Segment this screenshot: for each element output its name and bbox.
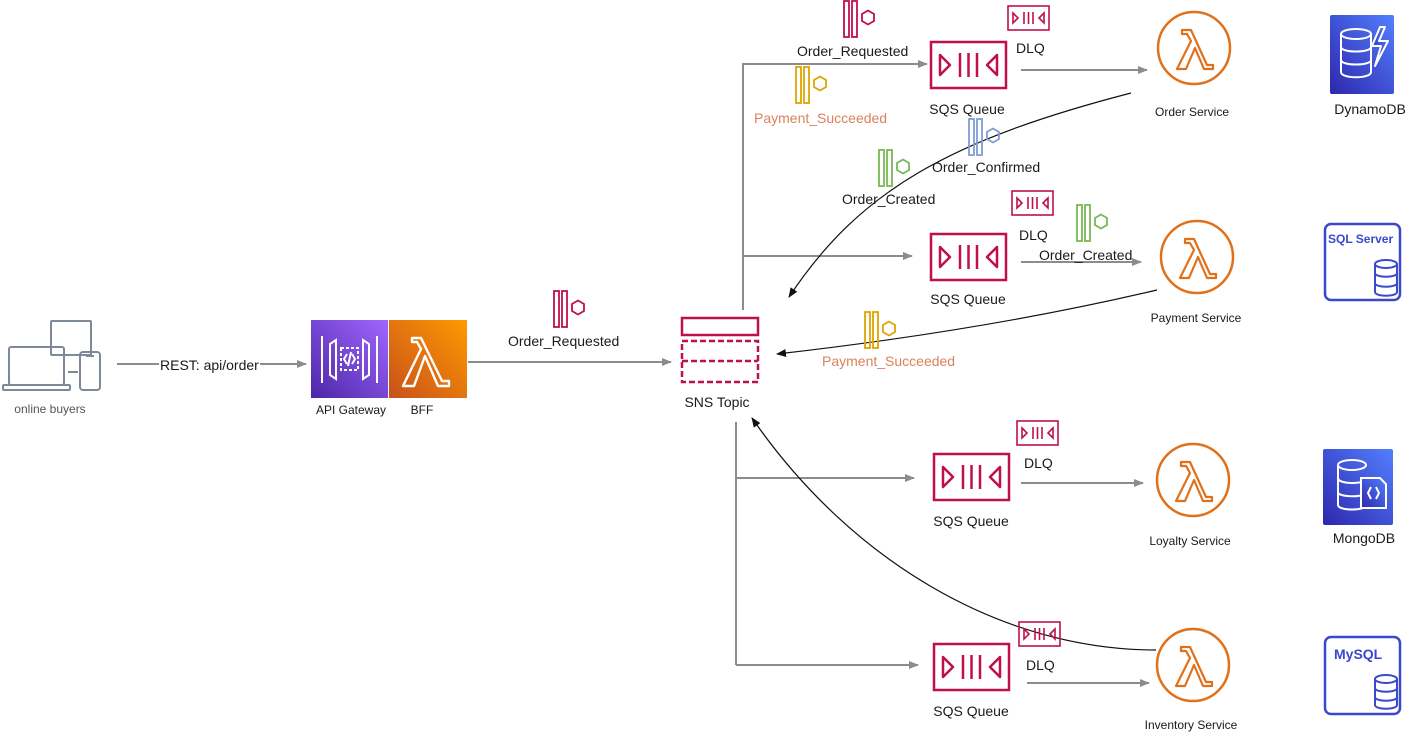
order-requested-event-icon xyxy=(553,290,585,328)
bff-lambda-icon xyxy=(389,320,467,398)
inventory-queue-label: SQS Queue xyxy=(933,703,1009,719)
loyalty-queue-label: SQS Queue xyxy=(933,513,1009,529)
order-requested-top-event-icon xyxy=(843,0,875,38)
sql-server-icon xyxy=(1323,222,1402,302)
order-created-right-label: Order_Created xyxy=(1039,247,1133,263)
devices-icon xyxy=(2,320,101,391)
payment-succeeded-top-event-icon xyxy=(795,66,827,104)
order-created-right-event-icon xyxy=(1076,204,1108,242)
payment-dlq-icon xyxy=(1011,190,1054,216)
order-created-left-label: Order_Created xyxy=(842,191,936,207)
inventory-service-label: Inventory Service xyxy=(1144,718,1238,732)
mongodb-icon xyxy=(1323,449,1393,525)
api-gateway-icon xyxy=(311,320,388,398)
payment-service-publish-curve xyxy=(776,289,1158,357)
publish-curves xyxy=(751,92,1158,651)
order-service-lambda-icon xyxy=(1156,10,1232,86)
sns-topic-label: SNS Topic xyxy=(684,394,750,410)
api-gateway-label: API Gateway xyxy=(315,403,387,417)
payment-service-lambda-icon xyxy=(1159,219,1235,295)
payment-succeeded-top-label: Payment_Succeeded xyxy=(754,110,888,126)
inventory-dlq-icon xyxy=(1018,621,1061,647)
dynamodb-icon xyxy=(1330,15,1394,94)
payment-queue-label: SQS Queue xyxy=(930,291,1006,307)
loyalty-dlq-label: DLQ xyxy=(1024,455,1053,471)
loyalty-service-lambda-icon xyxy=(1155,442,1231,518)
bff-label: BFF xyxy=(410,403,434,417)
rest-edge-label: REST: api/order xyxy=(159,357,260,373)
inventory-sqs-queue-icon xyxy=(932,642,1011,692)
order-confirmed-event-icon xyxy=(968,118,1000,156)
inventory-service-lambda-icon xyxy=(1155,627,1231,703)
mongodb-label: MongoDB xyxy=(1332,530,1396,546)
payment-sqs-queue-icon xyxy=(929,232,1008,282)
connectors xyxy=(117,60,1150,687)
sns-to-order-queue-arrow xyxy=(742,60,928,310)
order-service-publish-curve xyxy=(788,92,1132,298)
order-dlq-icon xyxy=(1007,5,1050,31)
order-queue-label: SQS Queue xyxy=(929,101,1005,117)
loyalty-dlq-icon xyxy=(1016,420,1059,446)
inventory-dlq-label: DLQ xyxy=(1026,657,1055,673)
loyalty-sqs-queue-icon xyxy=(932,452,1011,502)
mysql-icon xyxy=(1323,635,1402,716)
payment-dlq-label: DLQ xyxy=(1019,227,1048,243)
order-requested-top-label: Order_Requested xyxy=(797,43,909,59)
online-buyers-label: online buyers xyxy=(14,402,86,416)
order-sqs-queue-icon xyxy=(929,40,1008,90)
order-dlq-label: DLQ xyxy=(1016,40,1045,56)
sns-edge-label: Order_Requested xyxy=(508,333,620,349)
inventory-service-publish-curve xyxy=(751,417,1157,651)
order-confirmed-label: Order_Confirmed xyxy=(932,159,1041,175)
payment-succeeded-mid-label: Payment_Succeeded xyxy=(822,353,956,369)
loyalty-service-label: Loyalty Service xyxy=(1149,534,1231,548)
payment-succeeded-mid-event-icon xyxy=(864,311,896,349)
payment-service-label: Payment Service xyxy=(1150,311,1242,325)
dynamodb-label: DynamoDB xyxy=(1334,101,1406,117)
sns-topic-icon xyxy=(680,316,760,384)
mysql-badge-text: MySQL xyxy=(1334,646,1383,662)
order-service-label: Order Service xyxy=(1154,105,1230,119)
sql-server-badge-text: SQL Server xyxy=(1328,232,1394,246)
